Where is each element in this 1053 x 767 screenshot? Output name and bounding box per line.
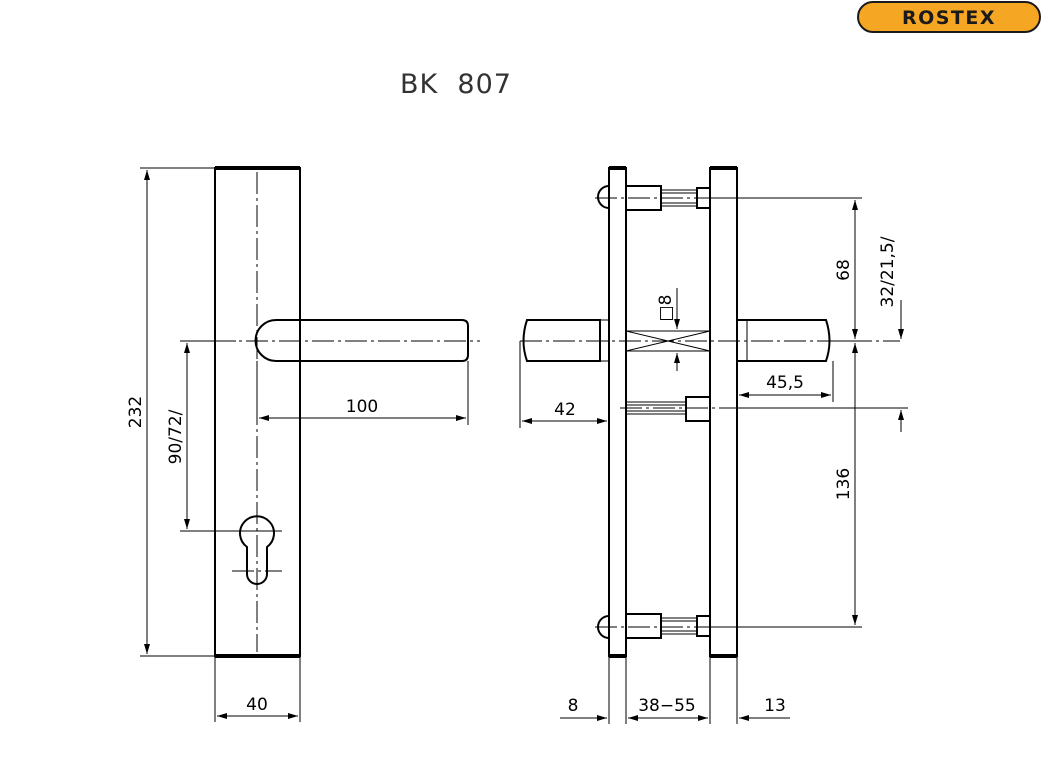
dim-inner-plate-thickness: 13 [764,696,786,716]
side-view [520,166,900,658]
side-outer-plate [608,167,627,657]
dim-screw-spacing-top: 68 [834,259,854,281]
drawing-title: BK 807 [400,69,512,100]
bottom-screw [595,613,735,639]
dim-lever-end: 45,5 [766,373,804,393]
front-dimensions: 232 90/72/ 100 40 [126,167,469,722]
dim-lever-projection: 42 [554,400,576,420]
logo-text: ROSTEX [902,7,996,29]
dim-lever-length: 100 [346,397,378,417]
side-inner-lever [737,319,831,362]
dim-spindle-square: □8 [656,295,676,322]
dim-outer-plate-thickness: 8 [568,696,579,716]
side-dimensions: □8 68 136 32/21,5/ 42 45,5 8 [519,197,908,724]
dim-front-height: 232 [126,396,146,428]
logo-badge [857,1,1041,33]
front-view [180,166,480,658]
dim-door-thickness: 38−55 [638,696,696,716]
side-outer-lever [522,319,601,362]
dim-screw-offset: 32/21,5/ [878,236,898,307]
side-inner-plate [709,167,738,657]
rostex-logo: ROSTEX [857,1,1041,33]
front-lever [254,319,469,362]
keyhole [239,515,275,585]
dim-plate-width: 40 [246,695,268,715]
dim-screw-spacing-bottom: 136 [834,468,854,500]
dim-spindle-to-cylinder: 90/72/ [166,409,186,464]
middle-screw [620,396,720,422]
